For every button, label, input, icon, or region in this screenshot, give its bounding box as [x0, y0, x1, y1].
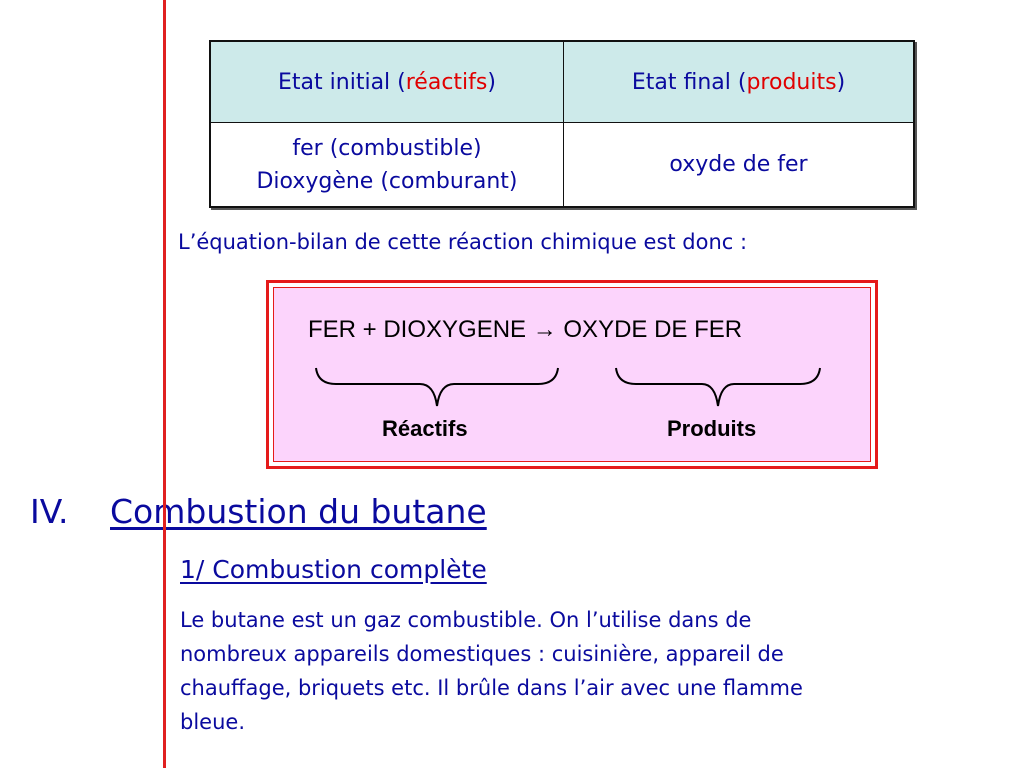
- paragraph-line: Le butane est un gaz combustible. On l’u…: [180, 608, 752, 632]
- reactant-iron: fer (combustible): [292, 135, 482, 161]
- reactants-brace-icon: [315, 367, 559, 407]
- paragraph-line: nombreux appareils domestiques : cuisini…: [180, 642, 784, 666]
- header-final-highlight: produits: [746, 69, 837, 95]
- product-iron-oxide: oxyde de fer: [669, 152, 808, 177]
- section-heading: IV. Combustion du butane: [30, 492, 487, 531]
- table-header-initial: Etat initial (réactifs): [211, 42, 564, 123]
- state-table: Etat initial (réactifs) Etat final (prod…: [209, 40, 915, 208]
- header-initial-highlight: réactifs: [405, 69, 488, 95]
- reactants-label: Réactifs: [382, 416, 468, 441]
- body-paragraph: Le butane est un gaz combustible. On l’u…: [180, 603, 980, 739]
- products-label: Produits: [667, 416, 757, 441]
- header-final-suffix: ): [836, 69, 846, 95]
- margin-line: [163, 0, 166, 768]
- section-title: Combustion du butane: [110, 492, 487, 531]
- subsection-title: 1/ Combustion complète: [180, 555, 487, 584]
- equation-text: FER + DIOXYGENE → OXYDE DE FER: [308, 316, 743, 343]
- section-number: IV.: [30, 492, 69, 531]
- paragraph-line: chauffage, briquets etc. Il brûle dans l…: [180, 676, 803, 700]
- table-cell-reactants: fer (combustible) Dioxygène (comburant): [211, 123, 564, 206]
- header-final-prefix: Etat final (: [631, 69, 747, 95]
- intro-text: L’équation-bilan de cette réaction chimi…: [178, 230, 748, 254]
- table-cell-products: oxyde de fer: [564, 123, 913, 206]
- header-initial-suffix: ): [487, 69, 496, 95]
- equation-box-inner: FER + DIOXYGENE → OXYDE DE FER Réactifs …: [273, 287, 871, 462]
- reactant-dioxygen: Dioxygène (comburant): [256, 168, 518, 194]
- equation-box: FER + DIOXYGENE → OXYDE DE FER Réactifs …: [266, 280, 878, 469]
- table-header-final: Etat final (produits): [564, 42, 913, 123]
- header-initial-prefix: Etat initial (: [278, 69, 406, 95]
- products-brace-icon: [615, 367, 821, 407]
- paragraph-line: bleue.: [180, 710, 245, 734]
